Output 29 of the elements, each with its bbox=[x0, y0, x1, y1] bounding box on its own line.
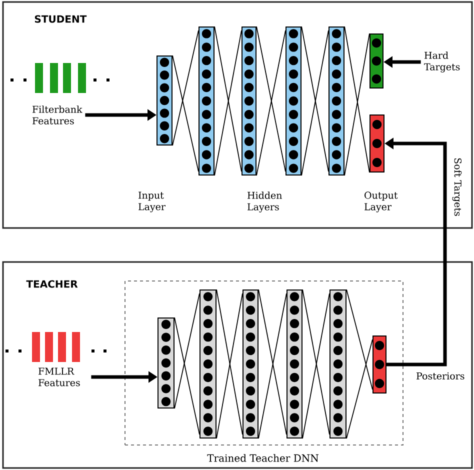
layer-label: Input Layer bbox=[138, 192, 166, 212]
layer-column bbox=[242, 26, 256, 176]
layer-column bbox=[158, 317, 174, 408]
connection-line bbox=[174, 293, 200, 409]
layer-column bbox=[372, 335, 386, 394]
edge-label: Soft Targets bbox=[452, 158, 462, 216]
layer-column bbox=[328, 26, 344, 176]
layer-column bbox=[286, 26, 302, 176]
layer-column bbox=[370, 34, 384, 88]
layer-column bbox=[286, 289, 302, 438]
layer-label: Output Layer bbox=[364, 192, 398, 212]
layer-label: Hidden Layers bbox=[248, 192, 282, 212]
connection-line bbox=[172, 30, 199, 146]
layer-column bbox=[156, 56, 172, 146]
connection-line bbox=[172, 55, 199, 172]
feature-label: FMLLR Features bbox=[38, 368, 80, 386]
layer-column bbox=[370, 114, 384, 172]
node-label: Trained Teacher DNN bbox=[207, 454, 318, 462]
connection-line bbox=[346, 289, 373, 390]
connection-line bbox=[346, 339, 373, 439]
connection-line bbox=[174, 317, 200, 435]
layer-column bbox=[330, 289, 346, 438]
feature-label: Hard Targets bbox=[424, 52, 460, 72]
feature-label: Filterbank Features bbox=[32, 106, 82, 124]
dashed-box: Trained Teacher DNN bbox=[124, 280, 404, 462]
layer-column bbox=[198, 26, 214, 176]
layer-column bbox=[200, 289, 216, 438]
layer-label: Posteriors bbox=[416, 372, 464, 380]
layer-column bbox=[242, 289, 258, 438]
